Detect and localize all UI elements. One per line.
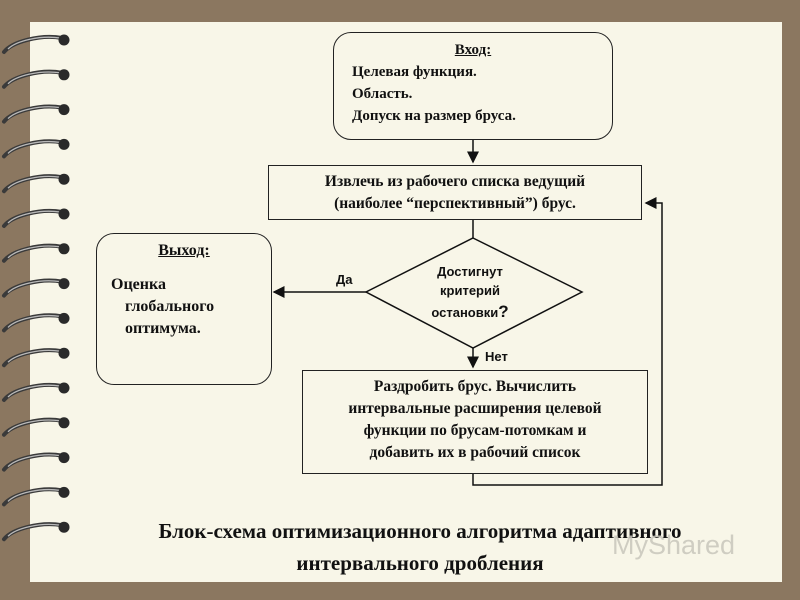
- spiral-binding: [2, 34, 70, 542]
- spiral-ring: [2, 521, 70, 542]
- split-line-1: Раздробить брус. Вычислить: [373, 378, 577, 395]
- spiral-ring: [2, 312, 70, 333]
- watermark-logo: MyShared: [612, 530, 735, 561]
- spiral-ring: [2, 173, 70, 194]
- output-heading: Выход:: [158, 242, 210, 259]
- yes-label: Да: [336, 272, 353, 287]
- spiral-ring: [2, 208, 70, 228]
- output-line-3: оптимума.: [125, 320, 201, 337]
- extract-box: Извлечь из рабочего списка ведущий (наиб…: [268, 165, 642, 220]
- spiral-ring: [2, 417, 70, 437]
- spiral-ring: [2, 243, 70, 263]
- decision-line-2: критерий: [440, 283, 500, 298]
- spiral-ring: [2, 34, 70, 54]
- spiral-ring: [2, 347, 70, 368]
- input-line-3: Допуск на размер бруса.: [352, 108, 516, 124]
- spiral-ring: [2, 486, 70, 507]
- no-label: Нет: [485, 349, 508, 364]
- caption-line-2: интервального дробления: [296, 551, 544, 575]
- input-line-2: Область.: [352, 86, 413, 102]
- caption-line-1: Блок-схема оптимизационного алгоритма ад…: [158, 519, 682, 543]
- split-line-3: функции по брусам-потомкам и: [363, 422, 587, 439]
- output-line-2: глобального: [125, 298, 215, 315]
- spiral-ring: [2, 104, 70, 124]
- extract-line-1: Извлечь из рабочего списка ведущий: [324, 173, 586, 190]
- watermark-text: MyShared: [612, 530, 736, 560]
- split-line-4: добавить их в рабочий список: [369, 444, 581, 461]
- input-heading: Вход:: [454, 42, 492, 58]
- arrow-loop-back: [472, 197, 663, 486]
- split-line-2: интервальные расширения целевой: [348, 400, 602, 417]
- input-line-1: Целевая функция.: [352, 64, 477, 80]
- decision-line-3: остановки?: [400, 300, 540, 325]
- decision-line-1: Достигнут: [437, 264, 503, 279]
- input-box: Вход: Целевая функция. Область. Допуск н…: [333, 32, 613, 140]
- output-line-1: Оценка: [111, 276, 166, 293]
- spiral-ring: [2, 69, 70, 89]
- extract-line-2: (наиболее “перспективный”) брус.: [334, 195, 576, 212]
- decision-line-3-text: остановки: [431, 305, 499, 320]
- output-box: Выход: Оценка глобального оптимума.: [96, 233, 272, 385]
- decision-question-mark: ?: [498, 302, 509, 321]
- spiral-ring: [2, 452, 70, 472]
- spiral-ring: [2, 382, 70, 402]
- spiral-ring: [2, 138, 70, 159]
- split-box: Раздробить брус. Вычислить интервальные …: [302, 370, 648, 474]
- decision-text: Достигнут критерий остановки?: [400, 262, 540, 325]
- spiral-ring: [2, 278, 70, 298]
